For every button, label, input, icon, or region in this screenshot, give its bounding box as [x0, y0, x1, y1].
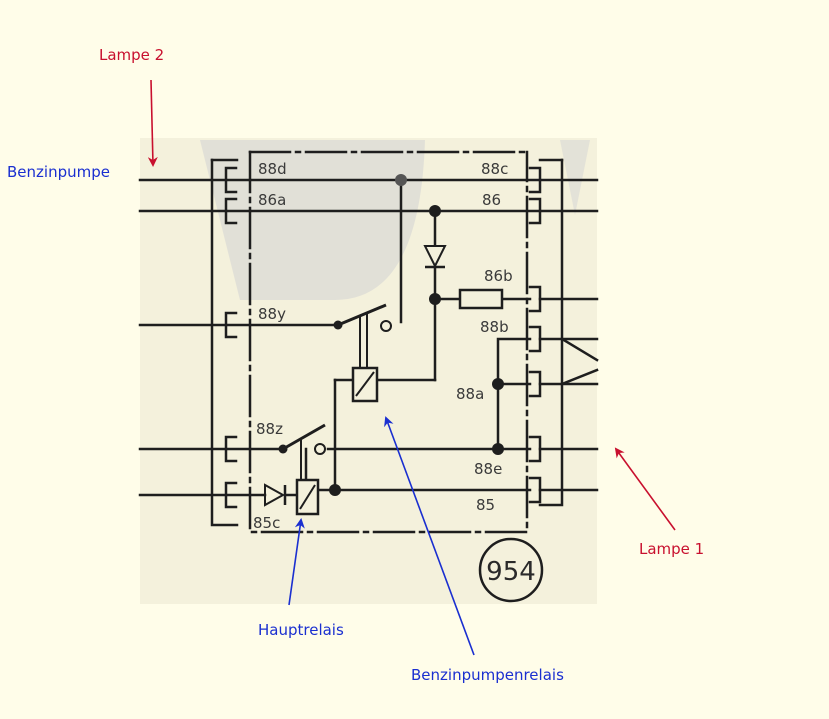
pin-label-88e: 88e: [474, 460, 502, 478]
label-hauptrelais: Hauptrelais: [258, 621, 344, 639]
arrow-benzinpumpenrelais: [384, 416, 475, 656]
part-number: 954: [486, 557, 536, 587]
junction-dot: [429, 205, 441, 217]
pin-label-88d: 88d: [258, 160, 287, 178]
arrow-lampe-1: [614, 447, 676, 531]
junction-dot: [429, 293, 441, 305]
pin-label-88c: 88c: [481, 160, 508, 178]
pin-label-86a: 86a: [258, 191, 286, 209]
junction-dot: [329, 484, 341, 496]
label-lampe-2: Lampe 2: [99, 46, 165, 64]
junction-dot: [492, 443, 504, 455]
part-number-circle: [478, 537, 544, 603]
pin-label-88y: 88y: [258, 305, 286, 323]
label-benzinpumpe: Benzinpumpe: [7, 163, 110, 181]
arrow-lampe-2: [147, 79, 158, 167]
diode-85c: [264, 483, 286, 507]
pin-label-88z: 88z: [256, 420, 283, 438]
pin-label-85: 85: [476, 496, 495, 514]
junction-dot: [395, 174, 407, 186]
diode-86: [423, 245, 447, 269]
resistor: [458, 288, 504, 310]
label-benzinpumpenrelais: Benzinpumpenrelais: [411, 666, 564, 684]
pin-label-88a: 88a: [456, 385, 484, 403]
label-lampe-1: Lampe 1: [639, 540, 705, 558]
pin-label-85c: 85c: [253, 514, 280, 532]
junction-dot: [492, 378, 504, 390]
pin-label-86b: 86b: [484, 267, 513, 285]
pin-label-86: 86: [482, 191, 501, 209]
pin-label-88b: 88b: [480, 318, 509, 336]
arrow-hauptrelais: [288, 518, 305, 606]
